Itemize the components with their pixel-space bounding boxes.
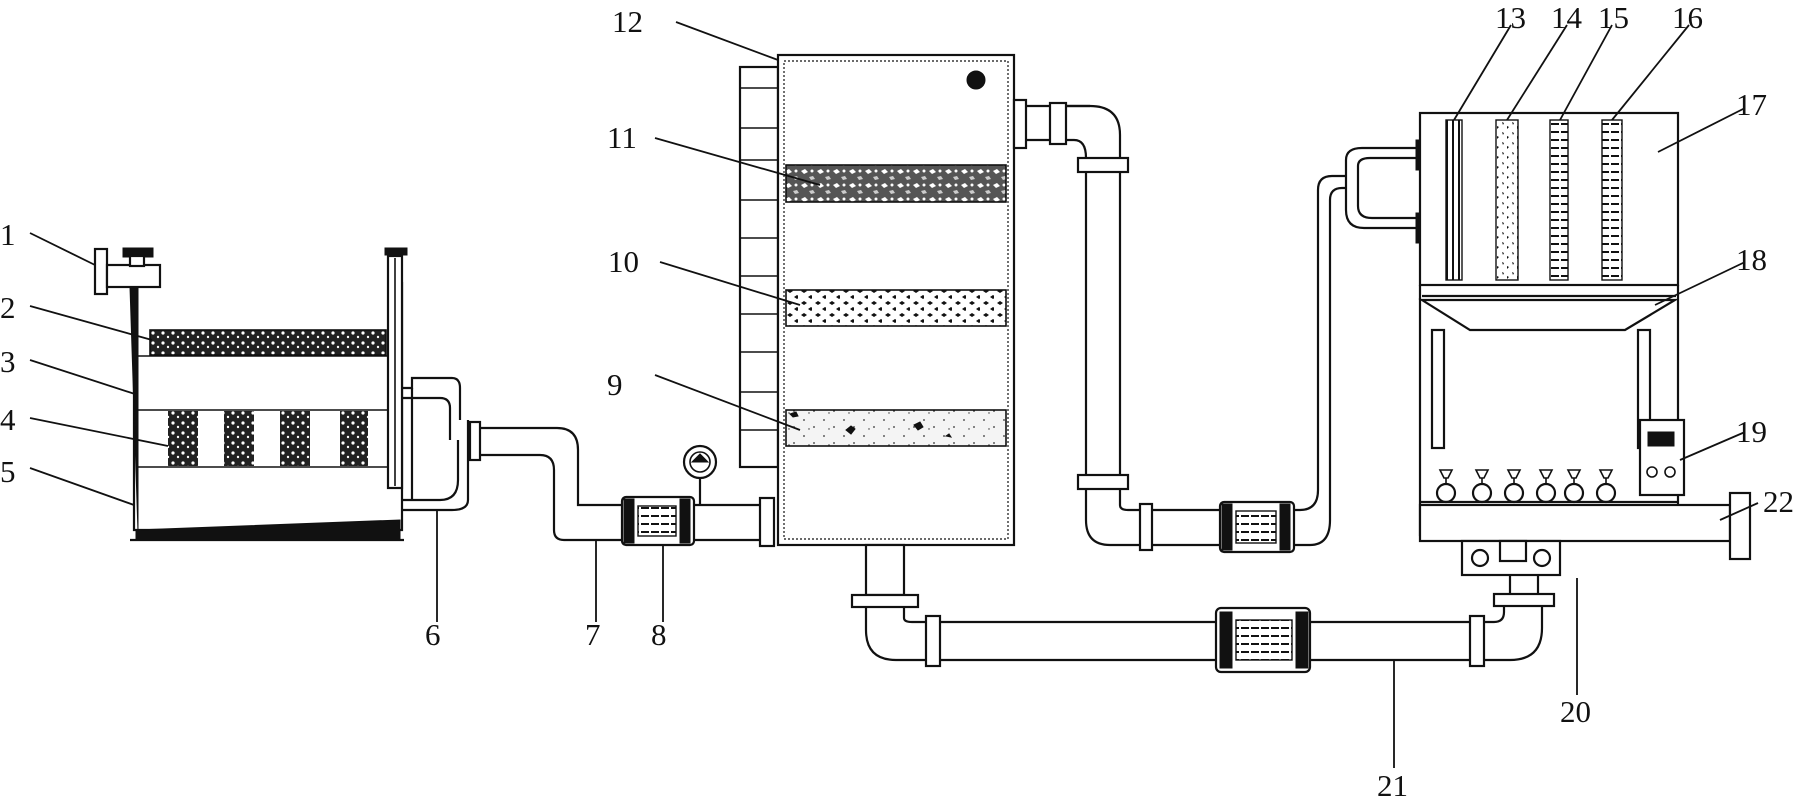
discharge-channel [1418, 503, 1732, 543]
label-21: 21 [1377, 768, 1408, 803]
label-1: 1 [0, 217, 16, 252]
inlet-valve-flange [105, 263, 162, 289]
label-5: 5 [0, 454, 16, 489]
label-10: 10 [608, 244, 639, 279]
label-3: 3 [0, 344, 16, 379]
transfer-pipe [1012, 98, 1346, 554]
treatment-unit [1344, 111, 1752, 577]
cartridge-14 [1495, 119, 1519, 281]
filter-block [224, 411, 254, 466]
label-14: 14 [1551, 0, 1583, 35]
feed-pipe [468, 420, 776, 548]
label-20: 20 [1560, 694, 1591, 729]
layer-11 [785, 164, 1007, 203]
cartridge-16 [1601, 119, 1623, 281]
label-6: 6 [425, 617, 441, 652]
label-7: 7 [585, 617, 601, 652]
control-box [1638, 418, 1686, 497]
filter-block [280, 411, 310, 466]
cartridge-13 [1445, 119, 1463, 281]
label-15: 15 [1598, 0, 1629, 35]
filter-column [738, 53, 1016, 597]
label-13: 13 [1495, 0, 1526, 35]
label-2: 2 [0, 290, 16, 325]
nozzle-row [1435, 469, 1617, 504]
label-17: 17 [1736, 87, 1767, 122]
filter-block [340, 411, 368, 466]
label-16: 16 [1672, 0, 1703, 35]
label-19: 19 [1736, 414, 1767, 449]
layer-9 [785, 409, 1007, 447]
level-sensor-icon [966, 70, 986, 90]
return-pipe [850, 575, 1556, 674]
label-11: 11 [607, 120, 637, 155]
label-12: 12 [612, 4, 643, 39]
collection-tank [93, 247, 470, 542]
layer-10 [785, 289, 1007, 327]
top-screen [149, 329, 387, 356]
cartridge-15 [1549, 119, 1569, 281]
upper-chamber [1418, 111, 1680, 287]
label-9: 9 [607, 367, 623, 402]
inlet-valve-body [93, 247, 109, 296]
label-22: 22 [1763, 484, 1794, 519]
label-4: 4 [0, 402, 16, 437]
label-18: 18 [1736, 242, 1767, 277]
label-8: 8 [651, 617, 667, 652]
filter-block [168, 411, 198, 466]
